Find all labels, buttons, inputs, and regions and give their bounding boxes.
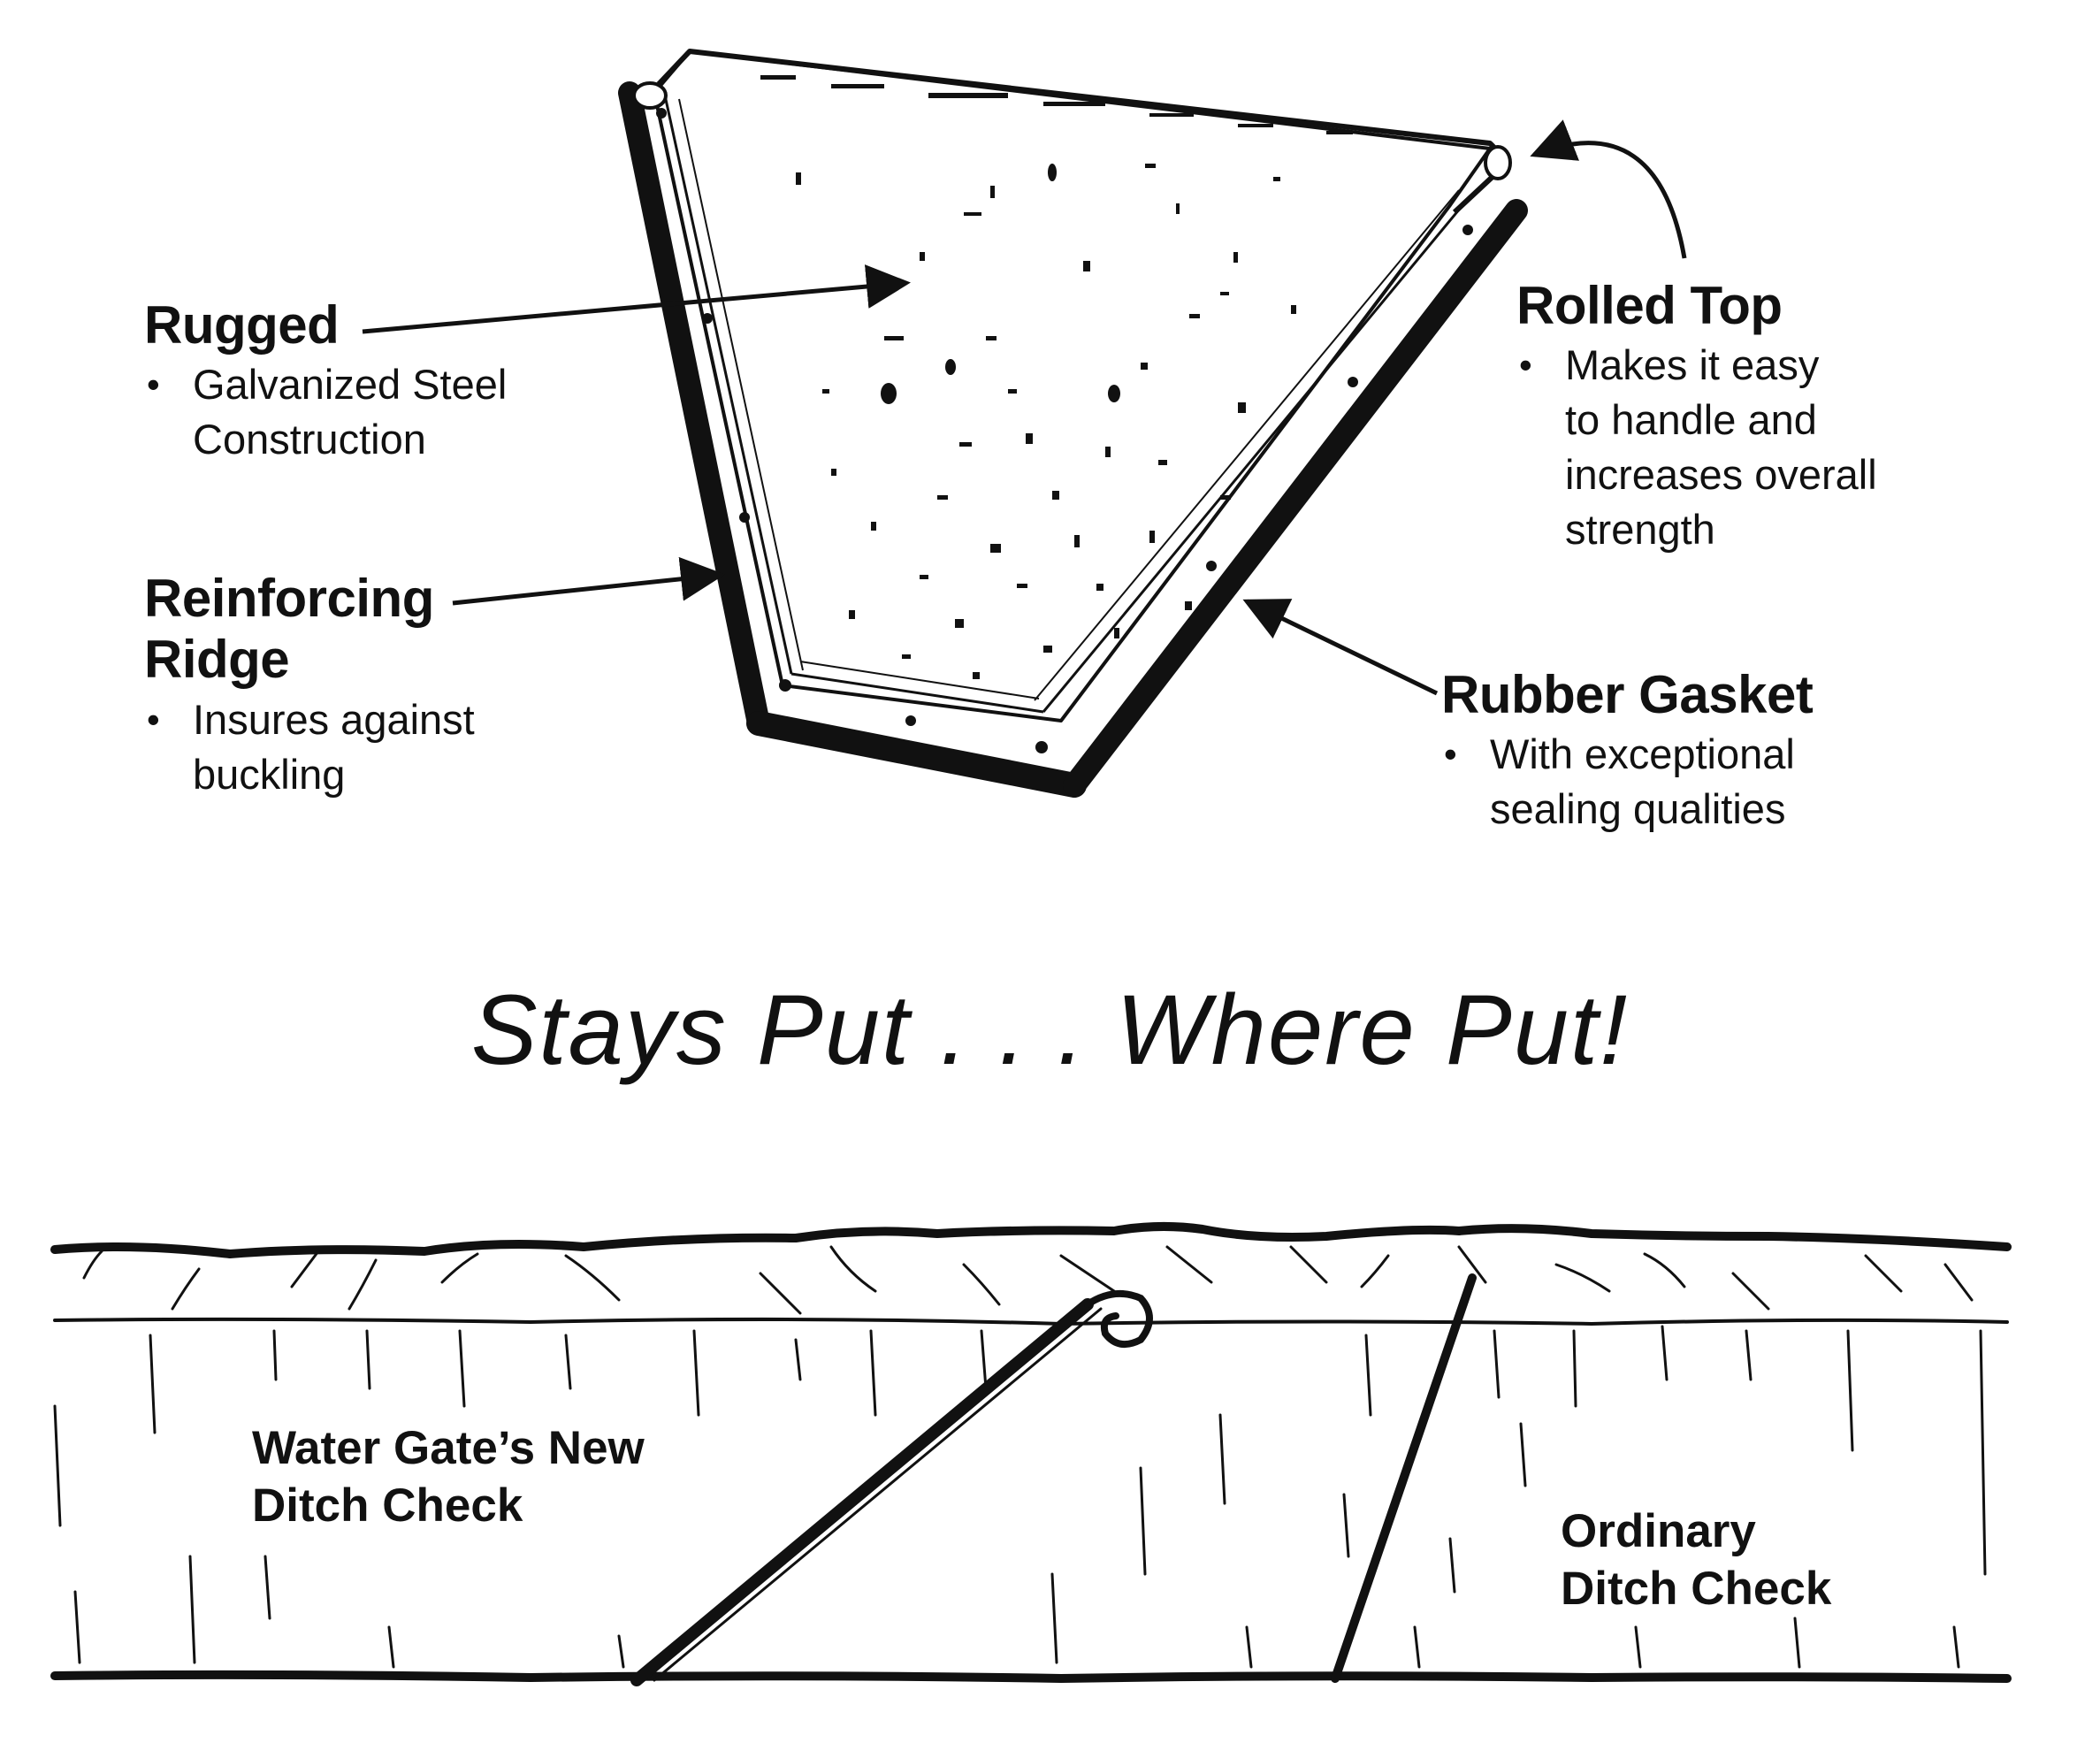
rugged-text-line-1: Galvanized Steel xyxy=(193,361,508,408)
reinforcing-ridge-bullet: • xyxy=(147,699,160,740)
reinforcing-ridge-title-line-1: Reinforcing xyxy=(144,569,434,628)
rubber-gasket-arrow xyxy=(1242,599,1439,696)
ridge-right xyxy=(1042,198,1470,713)
reinforcing-ridge-arrow xyxy=(452,556,725,606)
new-ditch-check-label-line-2: Ditch Check xyxy=(252,1479,523,1532)
water-line xyxy=(53,1317,2009,1326)
callout-arrows xyxy=(362,119,1687,696)
rolled-top-end-right xyxy=(1484,145,1512,180)
rolled-top-text-line-3: increases overall xyxy=(1565,451,1877,498)
rubber-gasket-text-line-2: sealing qualities xyxy=(1490,785,1786,832)
gate-figure xyxy=(618,49,1528,798)
ridge-bottom-2 xyxy=(799,661,1040,699)
bank-top xyxy=(50,1221,2012,1259)
rugged-bullet: • xyxy=(147,363,160,405)
new-ditch-check-scroll-handle xyxy=(1084,1289,1153,1349)
rolled-top-text-line-4: strength xyxy=(1565,506,1715,553)
rubber-gasket-bullet: • xyxy=(1444,733,1457,775)
ditch-bottom xyxy=(50,1670,2012,1684)
gasket-left xyxy=(618,81,770,735)
ridge-bottom xyxy=(790,672,1044,714)
new-ditch-check-board xyxy=(630,1298,1094,1686)
bank-strokes xyxy=(82,1245,1974,1315)
ordinary-ditch-check-label-line-1: Ordinary xyxy=(1561,1505,1756,1557)
water-strokes xyxy=(53,1325,1987,1669)
rolled-top-text-line-1: Makes it easy xyxy=(1565,341,1820,388)
rugged-arrow xyxy=(362,264,911,334)
new-ditch-check-board-edge xyxy=(653,1307,1103,1682)
rugged-text-line-2: Construction xyxy=(193,416,426,463)
gasket-bottom xyxy=(746,711,1087,798)
slogan: Stays Put . . . Where Put! xyxy=(470,975,1630,1085)
ordinary-ditch-check-label-line-2: Ditch Check xyxy=(1561,1563,1832,1615)
rolled-top-bullet: • xyxy=(1519,344,1532,386)
reinforcing-ridge-title-line-2: Ridge xyxy=(144,630,290,689)
galvanized-texture xyxy=(760,75,1353,679)
ridge-left xyxy=(663,95,793,675)
rolled-top-arrow xyxy=(1530,119,1687,259)
rolled-top-end-left xyxy=(632,81,668,110)
reinforcing-ridge-text-line-1: Insures against xyxy=(193,696,475,743)
rugged-title: Rugged xyxy=(144,295,340,355)
reinforcing-ridge-text-line-2: buckling xyxy=(193,751,346,798)
ordinary-ditch-check-stake xyxy=(1331,1273,1477,1683)
ridge-left-2 xyxy=(678,98,804,671)
rubber-gasket-text-line-1: With exceptional xyxy=(1490,730,1795,777)
rivets xyxy=(656,108,1473,753)
gasket-right xyxy=(1063,199,1528,797)
ridge-right-2 xyxy=(1034,189,1460,701)
rubber-gasket-title: Rubber Gasket xyxy=(1441,665,1814,724)
new-ditch-check-label-line-1: Water Gate’s New xyxy=(252,1422,645,1474)
ditch-section xyxy=(50,1221,2012,1686)
rolled-top-title: Rolled Top xyxy=(1516,276,1783,335)
rolled-top-text-line-2: to handle and xyxy=(1565,396,1817,443)
